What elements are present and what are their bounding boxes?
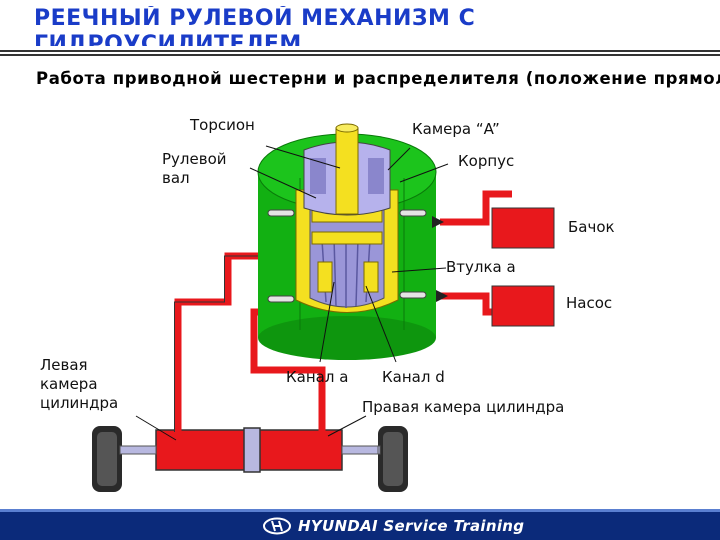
label-left-cylinder: Левая камера цилиндра bbox=[40, 356, 119, 412]
left-cylinder-line bbox=[174, 252, 262, 432]
page-subtitle: Работа приводной шестерни и распределите… bbox=[36, 69, 720, 88]
label-channel-a: Канал a bbox=[286, 368, 349, 386]
title-divider bbox=[0, 50, 720, 56]
hyundai-logo-icon bbox=[263, 517, 291, 535]
label-right-cylinder: Правая камера цилиндра bbox=[362, 398, 565, 416]
label-channel-d: Канал d bbox=[382, 368, 445, 386]
reservoir bbox=[491, 207, 555, 249]
footer-brand-text: HYUNDAI Service Training bbox=[298, 517, 525, 535]
reservoir-line bbox=[440, 190, 512, 226]
label-pump: Насос bbox=[566, 294, 613, 312]
label-housing: Корпус bbox=[458, 152, 515, 170]
label-reservoir: Бачок bbox=[568, 218, 615, 236]
label-steering-shaft: Рулевой вал bbox=[162, 150, 227, 187]
cylinder-piston bbox=[243, 427, 261, 473]
footer-bar: HYUNDAI Service Training bbox=[0, 509, 720, 540]
pump bbox=[491, 285, 555, 327]
footer-brand: HYUNDAI Service Training bbox=[262, 515, 524, 537]
label-chamber-a: Камера “A” bbox=[412, 120, 500, 138]
left-wheel bbox=[92, 426, 122, 492]
page-title: РЕЕЧНЫЙ РУЛЕВОЙ МЕХАНИЗМ С ГИДРОУСИЛИТЕЛ… bbox=[34, 6, 476, 46]
housing-bolts bbox=[267, 209, 427, 303]
right-wheel bbox=[378, 426, 408, 492]
label-torsion: Торсион bbox=[190, 116, 255, 134]
label-sleeve: Втулка a bbox=[446, 258, 516, 276]
valve-cutaway bbox=[295, 123, 399, 313]
torsion-bar bbox=[335, 127, 359, 215]
